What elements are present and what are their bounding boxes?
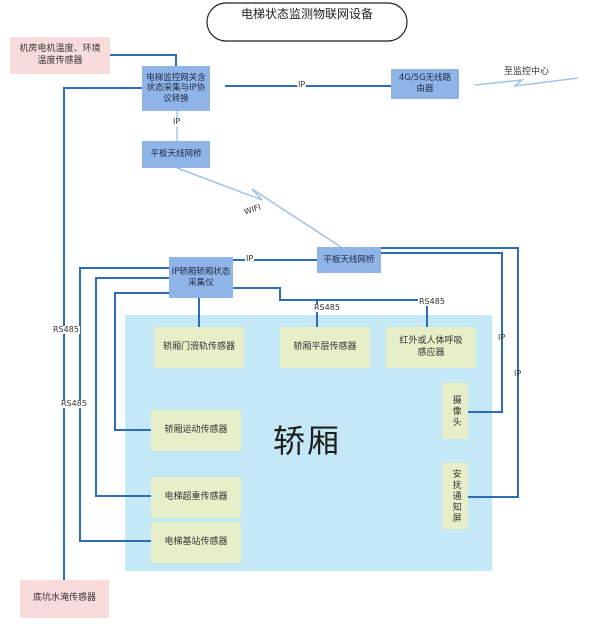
- overload-sensor: 电梯超重传感器: [151, 477, 241, 518]
- link-bridge-camera: [381, 252, 503, 413]
- router-label: 4G/5G无线路由器: [398, 73, 452, 94]
- base-station-sensor: 电梯基站传感器: [151, 522, 241, 563]
- bridge-car: 平板天线网桥: [317, 247, 381, 273]
- label-rs485-left-outer: RS485: [52, 325, 80, 334]
- link-machine-room: [110, 54, 177, 66]
- comfort-screen: 安抚通知屏: [442, 463, 468, 529]
- machine-room-sensor: 机房电机温度、环境温度传感器: [10, 37, 110, 74]
- label-rs485-ir: RS485: [418, 297, 446, 306]
- bridge-car-label: 平板天线网桥: [323, 254, 375, 265]
- link-collector-motion: [114, 292, 169, 431]
- ir-sensor: 红外或人体呼吸感应器: [386, 327, 476, 368]
- gateway: 电梯监控网关含状态采集与IP协议转换: [142, 66, 210, 111]
- monitor-center-label: 至监控中心: [504, 67, 550, 77]
- base-station-sensor-label: 电梯基站传感器: [164, 536, 228, 547]
- router: 4G/5G无线路由器: [391, 69, 459, 99]
- door-sensor: 轿厢门滑轨传感器: [154, 327, 244, 368]
- camera-label: 摄像头: [450, 394, 461, 428]
- bridge-top: 平板天线网桥: [142, 141, 210, 168]
- pit-sensor-label: 底坑水淹传感器: [32, 593, 96, 604]
- page-title-text: 电梯状态监测物联网设备: [240, 6, 373, 21]
- label-rs485-level: RS485: [313, 303, 341, 312]
- link-gateway-pit: [63, 87, 142, 583]
- label-ip-gateway-bridge: IP: [172, 117, 182, 126]
- camera: 摄像头: [442, 383, 468, 439]
- bridge-top-label: 平板天线网桥: [150, 149, 202, 160]
- title-frame: [206, 2, 408, 42]
- door-sensor-label: 轿厢门滑轨传感器: [162, 341, 235, 352]
- motion-sensor-label: 轿厢运动传感器: [164, 424, 228, 435]
- label-ip-camera: IP: [498, 333, 506, 342]
- car-label: 轿厢: [273, 422, 342, 460]
- link-collector-overload: [95, 277, 169, 497]
- link-bridge-screen: [381, 247, 519, 498]
- gateway-label: 电梯监控网关含状态采集与IP协议转换: [146, 72, 206, 104]
- motion-sensor: 轿厢运动传感器: [151, 410, 241, 451]
- car-collector: IP轿厢轿厢状态采集仪: [169, 257, 233, 298]
- pit-sensor: 底坑水淹传感器: [20, 580, 109, 618]
- ir-sensor-label: 红外或人体呼吸感应器: [399, 336, 463, 358]
- label-ip-screen: IP: [514, 369, 522, 378]
- wifi-link: [176, 167, 342, 248]
- link-collector-ir: [233, 287, 428, 327]
- overload-sensor-label: 电梯超重传感器: [164, 491, 228, 502]
- label-ip-gateway-router: IP: [297, 80, 307, 89]
- machine-room-sensor-label: 机房电机温度、环境温度传感器: [19, 44, 101, 66]
- monitor-link: [474, 77, 579, 88]
- label-rs485-left-inner: RS485: [60, 399, 88, 408]
- page-title: 电梯状态监测物联网设备: [207, 3, 407, 25]
- comfort-screen-label: 安抚通知屏: [450, 468, 461, 524]
- label-ip-collector-bridge: IP: [245, 254, 255, 263]
- level-sensor-label: 轿厢平层传感器: [293, 341, 357, 352]
- car-collector-label: IP轿厢轿厢状态采集仪: [171, 266, 231, 288]
- level-sensor: 轿厢平层传感器: [280, 327, 370, 368]
